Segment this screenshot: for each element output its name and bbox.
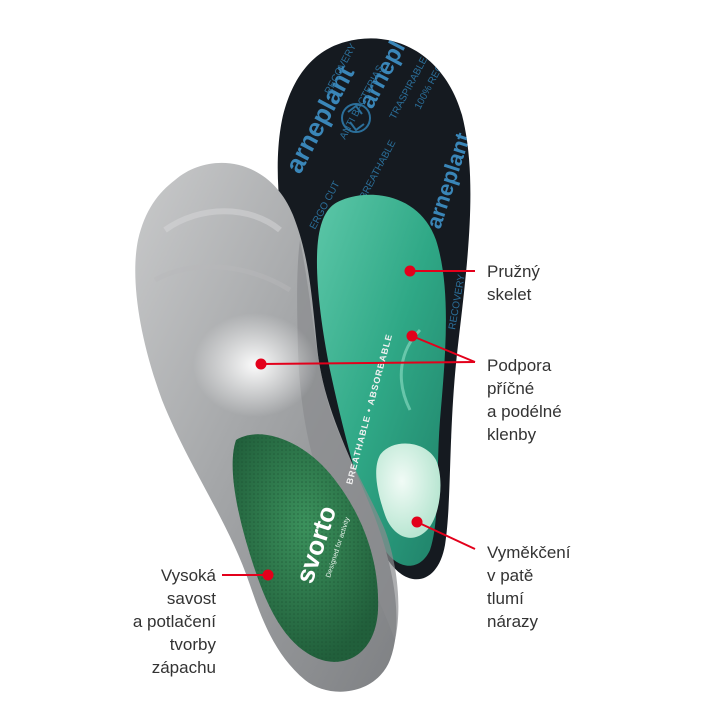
callout-lines: [222, 265, 476, 581]
absorb-dot: [262, 569, 274, 581]
callout-label-heel-cushion: Vyměkčení v patě tlumí nárazy: [487, 543, 571, 631]
callout-label-absorbency: Vysoká savost a potlačení tvorby zápachu: [132, 566, 216, 677]
arch-dot-2: [255, 358, 267, 370]
front-insole: BREATHABLE • ABSORBABLE svorto Designed …: [135, 162, 399, 692]
recycle-icon: [341, 103, 371, 133]
arch-dot-1: [406, 330, 418, 342]
heel-dot: [411, 516, 423, 528]
skeleton-dot: [404, 265, 416, 277]
callout-label-arch-support: Podpora příčné a podélné klenby: [487, 356, 562, 444]
callout-label-skeleton: Pružný skelet: [487, 262, 540, 304]
back-insole: arneplant arneplant arneplant RECOVERY T…: [277, 38, 471, 580]
arch-leader-1: [411, 335, 476, 363]
arch-leader-2: [260, 361, 476, 365]
heel-leader: [416, 521, 476, 550]
heel-gel-pad: [376, 443, 441, 538]
